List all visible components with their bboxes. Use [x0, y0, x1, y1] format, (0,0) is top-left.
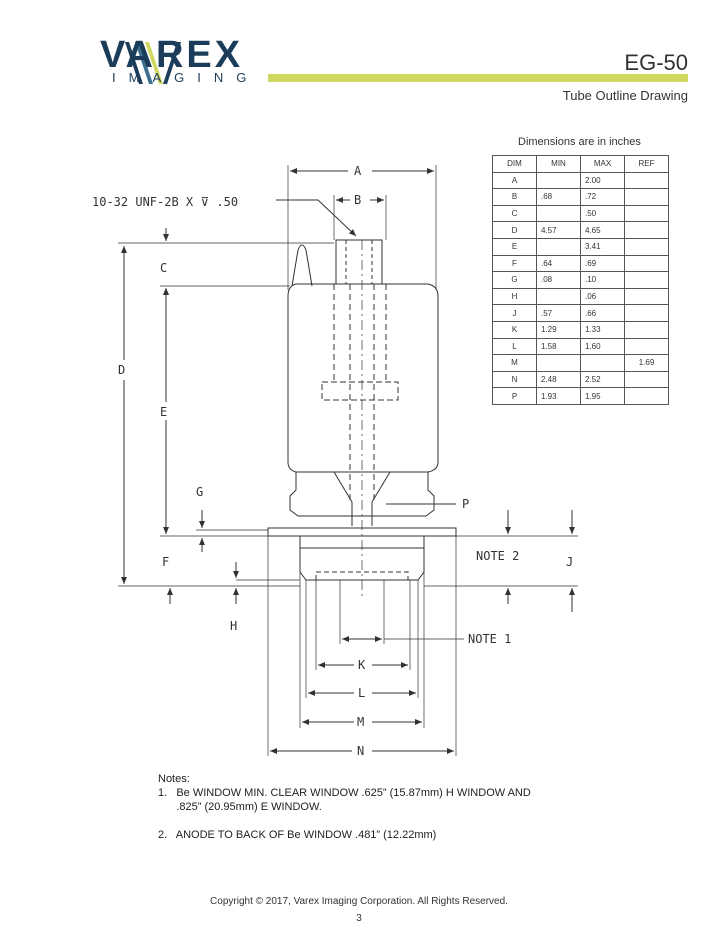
tube-outline-drawing: A B 10-32 UNF-2B X ⊽ .50 P D C E G — [92, 164, 578, 758]
label-L: L — [358, 686, 365, 700]
label-D: D — [118, 363, 125, 377]
thread-label: 10-32 UNF-2B X ⊽ .50 — [92, 195, 238, 209]
label-M: M — [357, 715, 364, 729]
note1-label: NOTE 1 — [468, 632, 511, 646]
label-A: A — [354, 164, 362, 178]
table-row: G.08.10 — [492, 271, 669, 289]
note2-label: NOTE 2 — [476, 549, 519, 563]
page-title: EG-50 — [624, 50, 688, 75]
note-line-1: 1. Be WINDOW MIN. CLEAR WINDOW .625” (15… — [158, 787, 531, 799]
note-line-4: 2. ANODE TO BACK OF Be WINDOW .481” (12.… — [158, 829, 437, 841]
label-K: K — [358, 658, 366, 672]
label-P: P — [462, 497, 469, 511]
label-C: C — [160, 261, 167, 275]
label-B: B — [354, 193, 361, 207]
header-accent-bar — [268, 74, 688, 82]
cell-ref — [624, 387, 669, 405]
note-line-3 — [158, 814, 531, 828]
page-subtitle: Tube Outline Drawing — [562, 88, 688, 103]
label-G: G — [196, 485, 203, 499]
table-header-row: DIM MIN MAX REF — [492, 155, 669, 173]
label-H: H — [230, 619, 237, 633]
label-N: N — [357, 744, 364, 758]
notes-heading: Notes: — [158, 773, 190, 785]
table-row: F.64.69 — [492, 254, 669, 273]
copyright-text: Copyright © 2017, Varex Imaging Corporat… — [210, 896, 508, 907]
notes-section: Notes: 1. Be WINDOW MIN. CLEAR WINDOW .6… — [158, 772, 531, 842]
table-row: C.50 — [492, 204, 669, 223]
logo-subtext: IMAGING — [112, 70, 260, 85]
varex-logo-mark — [125, 42, 181, 84]
label-E: E — [160, 405, 167, 419]
table-row: B.68.72 — [492, 188, 669, 206]
label-F: F — [162, 555, 169, 569]
logo-wordmark: VAREX — [100, 34, 244, 76]
note-line-2: .825” (20.95mm) E WINDOW. — [158, 801, 322, 813]
dimensions-caption: Dimensions are in inches — [518, 136, 641, 148]
label-J: J — [566, 555, 573, 569]
page-number: 3 — [356, 913, 362, 924]
